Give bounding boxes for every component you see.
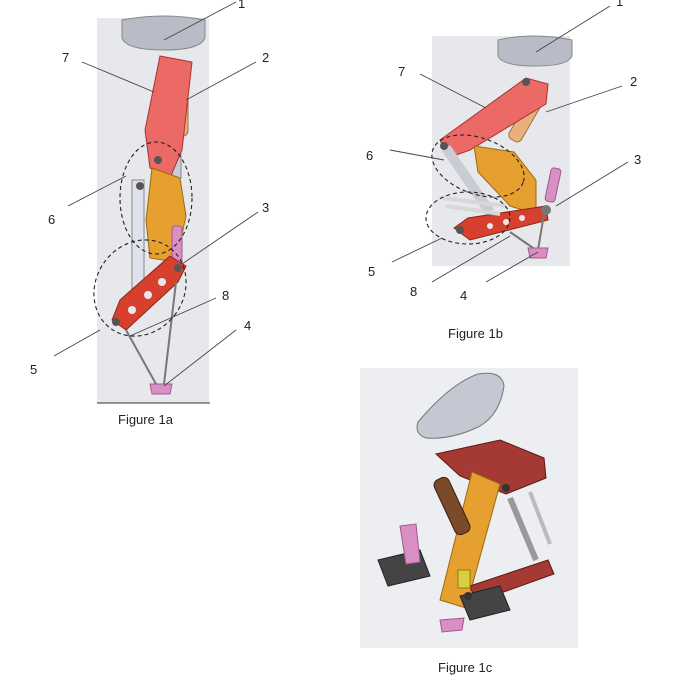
fig1a-label-5: 5 [30,362,37,377]
fig1a-label-8: 8 [222,288,229,303]
figure-1b-drawing: 1 2 3 4 5 6 7 8 [350,0,700,320]
foot-piece [440,618,464,632]
seat-cushion [498,36,572,66]
fig1b-label-6: 6 [366,148,373,163]
fig1a-label-1: 1 [238,0,245,11]
fig1a-label-7: 7 [62,50,69,65]
fig1b-label-4: 4 [460,288,467,303]
yellow-bracket [458,570,470,588]
fig1b-label-1: 1 [616,0,623,9]
fig1b-label-2: 2 [630,74,637,89]
fig1a-label-6: 6 [48,212,55,227]
figure-1c-caption: Figure 1c [438,660,492,675]
foot-piece [150,384,172,394]
fig1a-label-3: 3 [262,200,269,215]
seat-cushion [122,16,205,50]
fig1a-label-2: 2 [262,50,269,65]
fig1b-label-7: 7 [398,64,405,79]
fig1b-label-3: 3 [634,152,641,167]
figure-1a-caption: Figure 1a [118,412,173,427]
figure-1c-drawing [360,364,580,654]
fig1a-label-4: 4 [244,318,251,333]
figure-1b-caption: Figure 1b [448,326,503,341]
fig1b-label-5: 5 [368,264,375,279]
figure-1a-drawing: 1 2 3 4 5 6 7 8 [0,0,300,420]
fig1b-label-8: 8 [410,284,417,299]
